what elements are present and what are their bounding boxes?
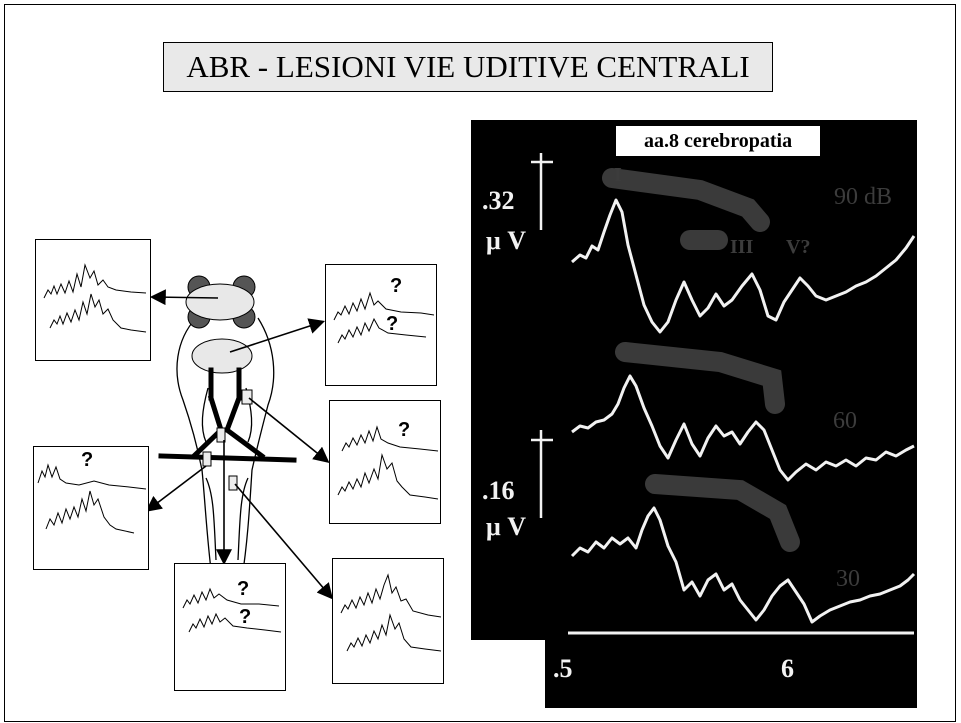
wave-trace: [333, 291, 435, 321]
abr-trace-group: [570, 198, 916, 624]
question-mark: ?: [237, 578, 250, 600]
lesion-markers: [202, 389, 253, 491]
arrows: [145, 289, 334, 600]
wave-trace: [346, 613, 442, 652]
wave-label-v: V?: [786, 236, 811, 258]
wave-trace: [188, 612, 282, 633]
x-tick-label: 6: [781, 654, 794, 683]
intensity-label-90db: 90 dB: [834, 184, 893, 210]
waveform-box-pons-upper: ? ?: [325, 264, 437, 386]
scale-top-unit: μ V: [486, 226, 527, 255]
question-mark: ?: [239, 606, 252, 628]
wave-trace: [49, 293, 147, 333]
slide-frame: [4, 4, 956, 722]
calibration-bars: [531, 153, 553, 518]
abr-axis-panel: [545, 630, 917, 708]
question-mark: ?: [386, 313, 399, 335]
question-mark: ?: [398, 419, 411, 441]
abr-trace-30db: [570, 506, 916, 624]
wave-trace: [43, 263, 147, 299]
wave-label-i: I: [614, 164, 622, 186]
scale-top-value: .32: [482, 186, 515, 215]
waveform-box-lower-left: ? ?: [174, 563, 286, 691]
slide-title: ABR - LESIONI VIE UDITIVE CENTRALI: [163, 42, 773, 92]
wave-label-iii: III: [730, 236, 754, 258]
wave-trace: [37, 463, 147, 490]
question-mark: ?: [390, 275, 403, 297]
auditory-pathway: [158, 367, 297, 463]
wave-trace: [341, 425, 439, 452]
colliculi: [185, 275, 256, 374]
question-mark: ?: [81, 449, 94, 471]
wave-trace: [45, 490, 135, 534]
wave-trace: [340, 573, 442, 618]
wave-trace: [337, 453, 439, 500]
waveform-box-medulla: ?: [33, 446, 149, 570]
wave-markers: [602, 168, 800, 552]
wave-trace: [182, 587, 280, 609]
brainstem-outline: [176, 317, 275, 579]
intensity-label-60: 60: [833, 408, 857, 434]
intensity-label-30: 30: [836, 566, 860, 592]
waveform-box-nerve: [332, 558, 444, 684]
waveform-box-mesencephalon: [35, 239, 151, 361]
x-tick-label: .5: [553, 654, 573, 683]
scale-bottom-value: .16: [482, 476, 515, 505]
waveform-box-pons-lower: ?: [329, 400, 441, 524]
wave-trace: [337, 317, 427, 344]
case-label: aa.8 cerebropatia: [616, 126, 820, 156]
abr-recording-panel: [471, 120, 917, 640]
abr-trace-60db: [571, 374, 915, 482]
abr-trace-90db: [571, 198, 916, 334]
scale-bottom-unit: μ V: [486, 512, 527, 541]
